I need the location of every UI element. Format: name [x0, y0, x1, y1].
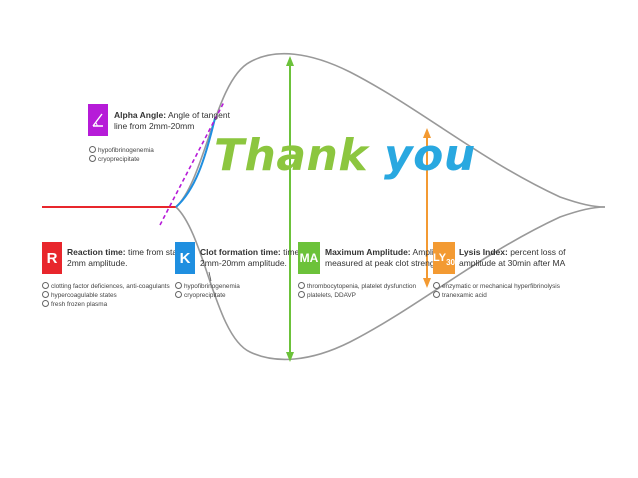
maximum-amplitude-title: Maximum Amplitude: Amplitude measured at… — [325, 247, 451, 268]
alpha-note: hypofibrinogenemia — [89, 146, 154, 155]
ma-note: platelets, DDAVP — [298, 291, 416, 300]
ly-arrowhead-bottom — [423, 278, 431, 288]
clot-formation-notes: hypofibrinogenemia cryoprecipitate — [175, 282, 240, 300]
ly-note: tranexamic acid — [433, 291, 560, 300]
clot-note: hypofibrinogenemia — [175, 282, 240, 291]
reaction-note: clotting factor deficiences, anti-coagul… — [42, 282, 170, 291]
maximum-amplitude-notes: thrombocytopenia, platelet dysfunction p… — [298, 282, 416, 300]
teg-lower-curve — [175, 206, 606, 361]
lysis-index-title: Lysis Index: percent loss of amplitude a… — [459, 247, 566, 268]
thank-you-heading: Thank you — [214, 134, 476, 178]
ma-arrowhead-bottom — [286, 352, 294, 362]
reaction-note: fresh frozen plasma — [42, 300, 170, 309]
ly-arrowhead-top — [423, 128, 431, 138]
alpha-angle-icon — [88, 104, 108, 136]
alpha-angle-title: Alpha Angle: Angle of tangent line from … — [114, 110, 230, 131]
k-connector — [208, 271, 212, 282]
lysis-index-notes: enzymatic or mechanical hyperfibrinolysi… — [433, 282, 560, 300]
ma-arrowhead-top — [286, 56, 294, 66]
reaction-time-notes: clotting factor deficiences, anti-coagul… — [42, 282, 170, 309]
alpha-tangent-line — [159, 101, 225, 226]
maximum-amplitude-badge: MA — [298, 242, 320, 274]
reaction-time-title: Reaction time: time from start to 2mm am… — [67, 247, 192, 268]
alpha-note: cryoprecipitate — [89, 155, 154, 164]
you-word: you — [383, 130, 476, 181]
clot-formation-curve — [175, 117, 216, 208]
teg-upper-curve — [175, 52, 606, 208]
ma-note: thrombocytopenia, platelet dysfunction — [298, 282, 416, 291]
ly-note: enzymatic or mechanical hyperfibrinolysi… — [433, 282, 560, 291]
clot-note: cryoprecipitate — [175, 291, 240, 300]
clot-formation-badge: K — [175, 242, 195, 274]
angle-icon — [92, 113, 103, 127]
thank-word: Thank — [214, 130, 369, 181]
reaction-note: hypercoagulable states — [42, 291, 170, 300]
alpha-angle-notes: hypofibrinogenemia cryoprecipitate — [89, 146, 154, 164]
reaction-time-badge: R — [42, 242, 62, 274]
